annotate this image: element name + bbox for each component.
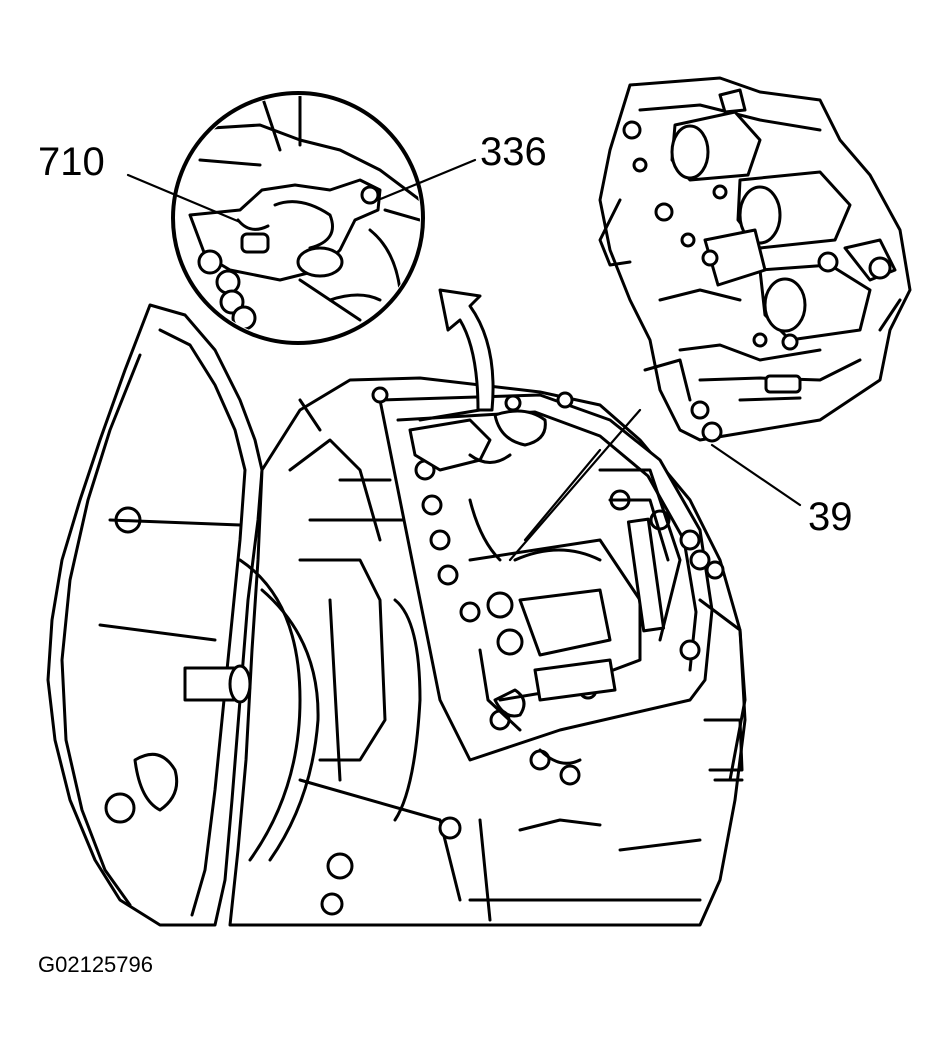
figure-id: G02125796	[38, 952, 153, 977]
alignment-guide-2	[523, 448, 602, 542]
callout-336: 336	[480, 130, 547, 174]
leader-336	[376, 158, 477, 202]
callout-710: 710	[38, 140, 105, 184]
detail-magnifier	[171, 91, 425, 345]
leader-710	[126, 173, 242, 224]
valve-body	[598, 76, 912, 443]
removal-arrow	[438, 288, 495, 412]
solenoid-middle	[736, 170, 852, 250]
leader-lines	[126, 158, 802, 562]
transaxle-case	[46, 303, 747, 927]
alignment-guide-1	[508, 408, 642, 562]
callout-39: 39	[808, 495, 853, 539]
leader-39	[710, 443, 802, 507]
